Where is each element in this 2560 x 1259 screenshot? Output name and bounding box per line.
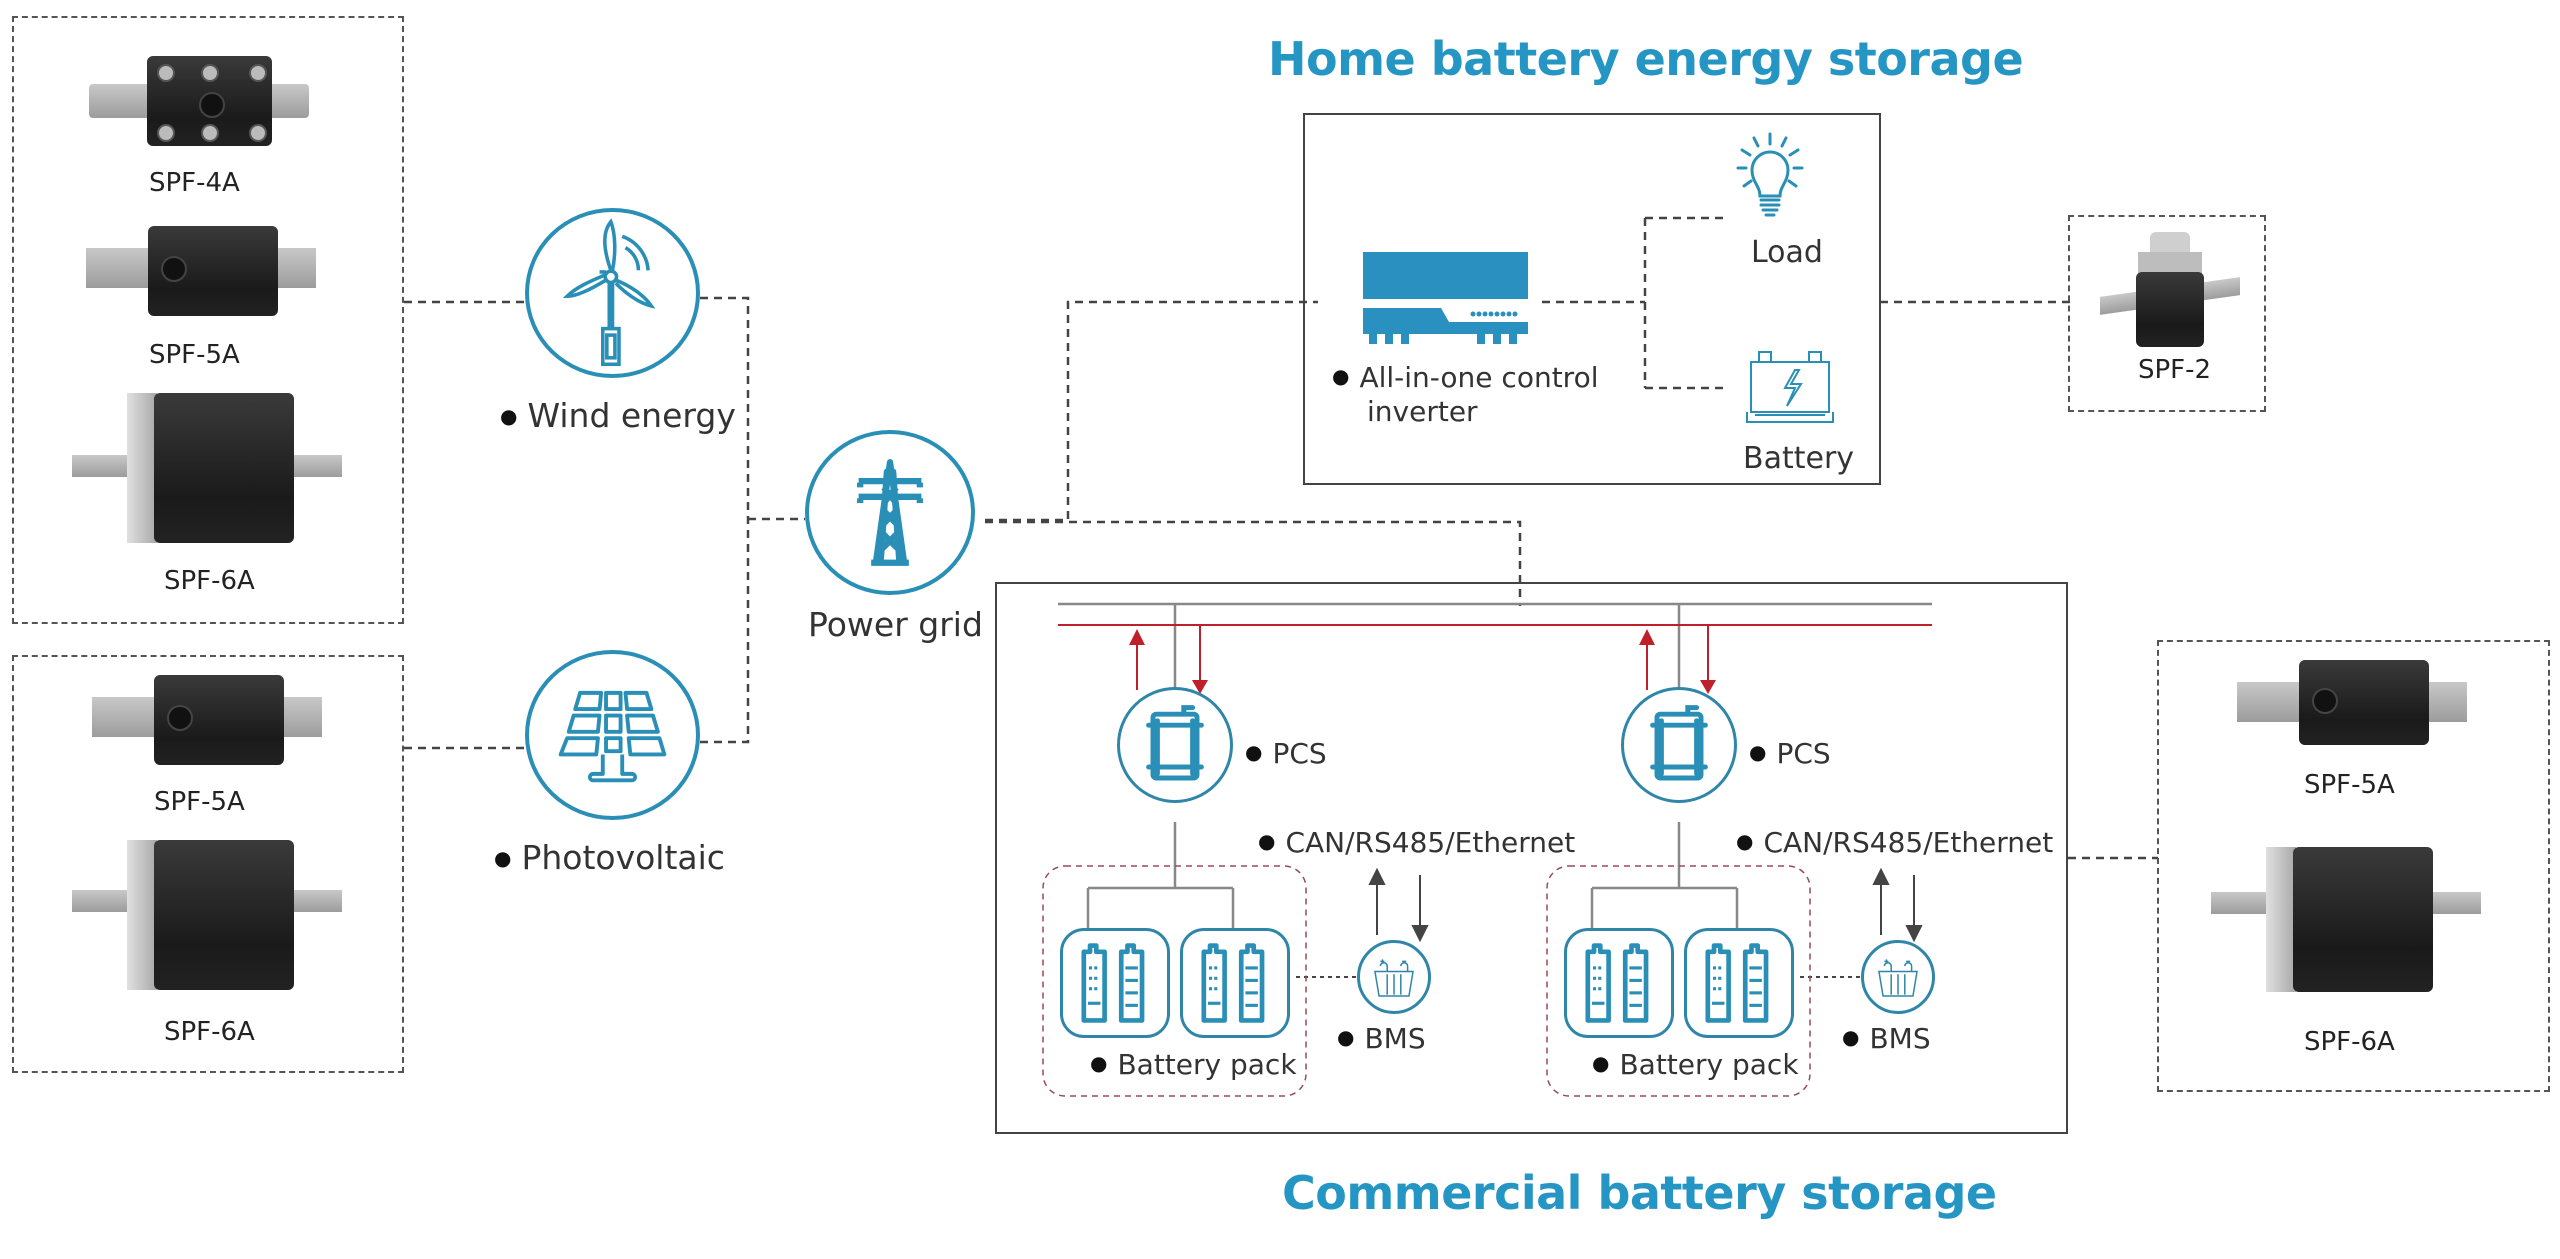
commercial-storage-title: Commercial battery storage [1282, 1166, 1997, 1220]
inverter-label-line1: All-in-one control [1332, 361, 1598, 394]
pcs-label-1: PCS [1245, 737, 1326, 770]
pack-label-2: Battery pack [1592, 1048, 1798, 1081]
grid-label: Power grid [808, 605, 983, 644]
fuse-image-spf-6a [2211, 847, 2481, 992]
product-label: SPF-4A [149, 168, 240, 198]
wind-turbine-icon [562, 218, 656, 367]
battery-cell-icon [1705, 943, 1769, 1023]
battery-module-2b [1684, 928, 1794, 1038]
solar-panel-icon [558, 690, 667, 783]
pack-label-1: Battery pack [1090, 1048, 1296, 1081]
pcs-node-1 [1117, 687, 1233, 803]
product-label: SPF-6A [164, 1017, 255, 1047]
product-label: SPF-5A [149, 340, 240, 370]
fuse-image-spf-6a [72, 393, 342, 543]
battery-cell-icon [1201, 943, 1265, 1023]
home-storage-box: All-in-one control inverter Load Battery [1303, 113, 1881, 485]
comm-label-1: CAN/RS485/Ethernet [1258, 826, 1575, 859]
inverter-icon [1363, 252, 1528, 344]
bms-node-2 [1861, 940, 1935, 1014]
pv-label: Photovoltaic [494, 838, 725, 877]
product-label: SPF-6A [2304, 1027, 2395, 1057]
product-group-pv: SPF-5A SPF-6A [12, 655, 404, 1073]
bms-battery-icon [1374, 959, 1414, 997]
home-storage-title: Home battery energy storage [1268, 32, 2024, 86]
pcs-label-2: PCS [1749, 737, 1830, 770]
light-bulb-icon [1736, 132, 1804, 217]
comm-label-2: CAN/RS485/Ethernet [1736, 826, 2053, 859]
pcs-cabinet-icon [1146, 705, 1204, 781]
bms-label-2: BMS [1842, 1022, 1930, 1055]
fuse-image-spf-5a [92, 675, 322, 765]
wind-label: Wind energy [500, 396, 735, 435]
wire-sources-bus [700, 296, 750, 744]
inverter-label-line2: inverter [1367, 395, 1478, 428]
commercial-storage-box [995, 582, 2068, 1134]
product-label: SPF-6A [164, 566, 255, 596]
wind-node [525, 208, 700, 378]
fuse-image-spf-5a [2237, 660, 2467, 745]
product-label: SPF-5A [154, 787, 245, 817]
battery-cell-icon [1081, 943, 1145, 1023]
wire-grid-home [985, 300, 1318, 522]
grid-node [805, 430, 975, 595]
battery-module-1b [1180, 928, 1290, 1038]
product-group-home: SPF-2 [2068, 215, 2266, 412]
pcs-node-2 [1621, 687, 1737, 803]
pcs-cabinet-icon [1650, 705, 1708, 781]
bms-label-1: BMS [1337, 1022, 1425, 1055]
battery-module-1a [1060, 928, 1170, 1038]
bms-battery-icon [1878, 959, 1918, 997]
product-label: SPF-2 [2138, 355, 2212, 385]
bms-node-1 [1357, 940, 1431, 1014]
fuse-image-spf-6a [72, 840, 342, 990]
fuse-image-spf-5a [86, 226, 316, 316]
fuse-image-spf-2 [2100, 232, 2240, 347]
product-label: SPF-5A [2304, 770, 2395, 800]
load-label: Load [1751, 235, 1823, 270]
product-group-commercial: SPF-5A SPF-6A [2157, 640, 2550, 1092]
battery-label: Battery [1743, 441, 1855, 476]
pv-node [525, 650, 700, 820]
battery-icon [1746, 351, 1834, 423]
battery-cell-icon [1585, 943, 1649, 1023]
battery-module-2a [1564, 928, 1674, 1038]
transmission-tower-icon [857, 459, 923, 566]
product-group-wind: SPF-4A SPF-5A SPF-6A [12, 16, 404, 624]
fuse-image-spf-4a [89, 54, 309, 149]
